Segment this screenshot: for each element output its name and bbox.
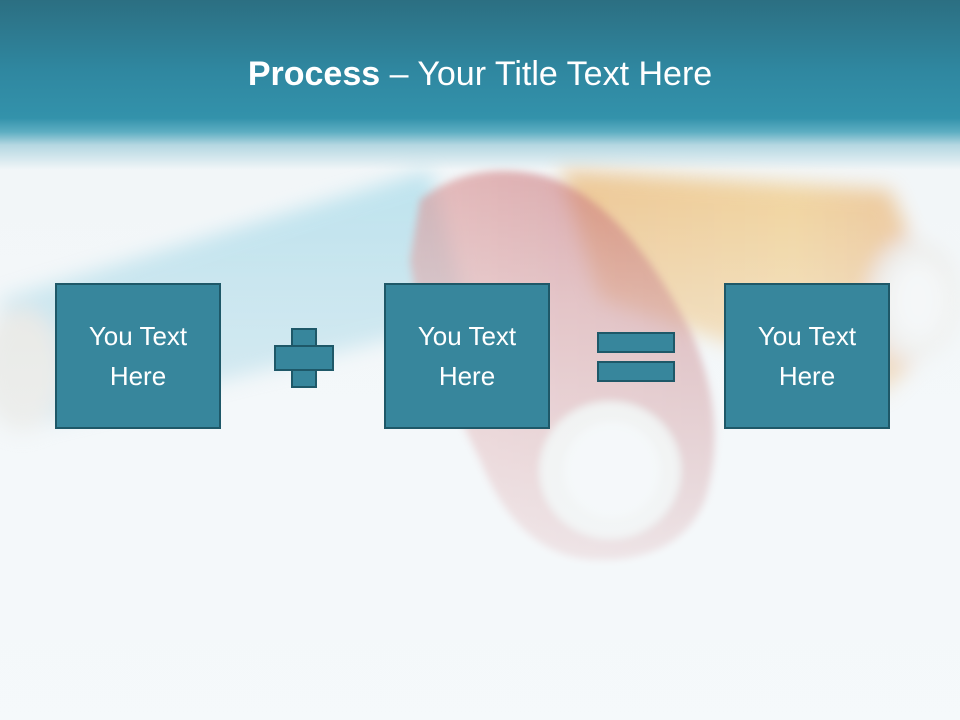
process-box-1-line-1: You Text: [88, 321, 188, 351]
process-box-2-line-2: Here: [438, 361, 496, 391]
process-box-1[interactable]: You Text Here: [55, 283, 221, 429]
process-box-3[interactable]: You Text Here: [724, 283, 890, 429]
equals-icon-top-bar: [597, 332, 675, 353]
slide-title: Process – Your Title Text Here: [0, 52, 960, 96]
process-box-3-line-2: Here: [778, 361, 836, 391]
process-box-1-line-2: Here: [109, 361, 167, 391]
equals-icon-bottom-bar: [597, 361, 675, 382]
title-band: [0, 0, 960, 170]
process-box-2[interactable]: You Text Here: [384, 283, 550, 429]
title-rest-text: – Your Title Text Here: [380, 55, 713, 93]
process-box-3-line-1: You Text: [757, 321, 857, 351]
plus-icon-center: [293, 347, 315, 369]
process-box-2-line-1: You Text: [417, 321, 517, 351]
title-bold-text: Process: [247, 55, 381, 93]
